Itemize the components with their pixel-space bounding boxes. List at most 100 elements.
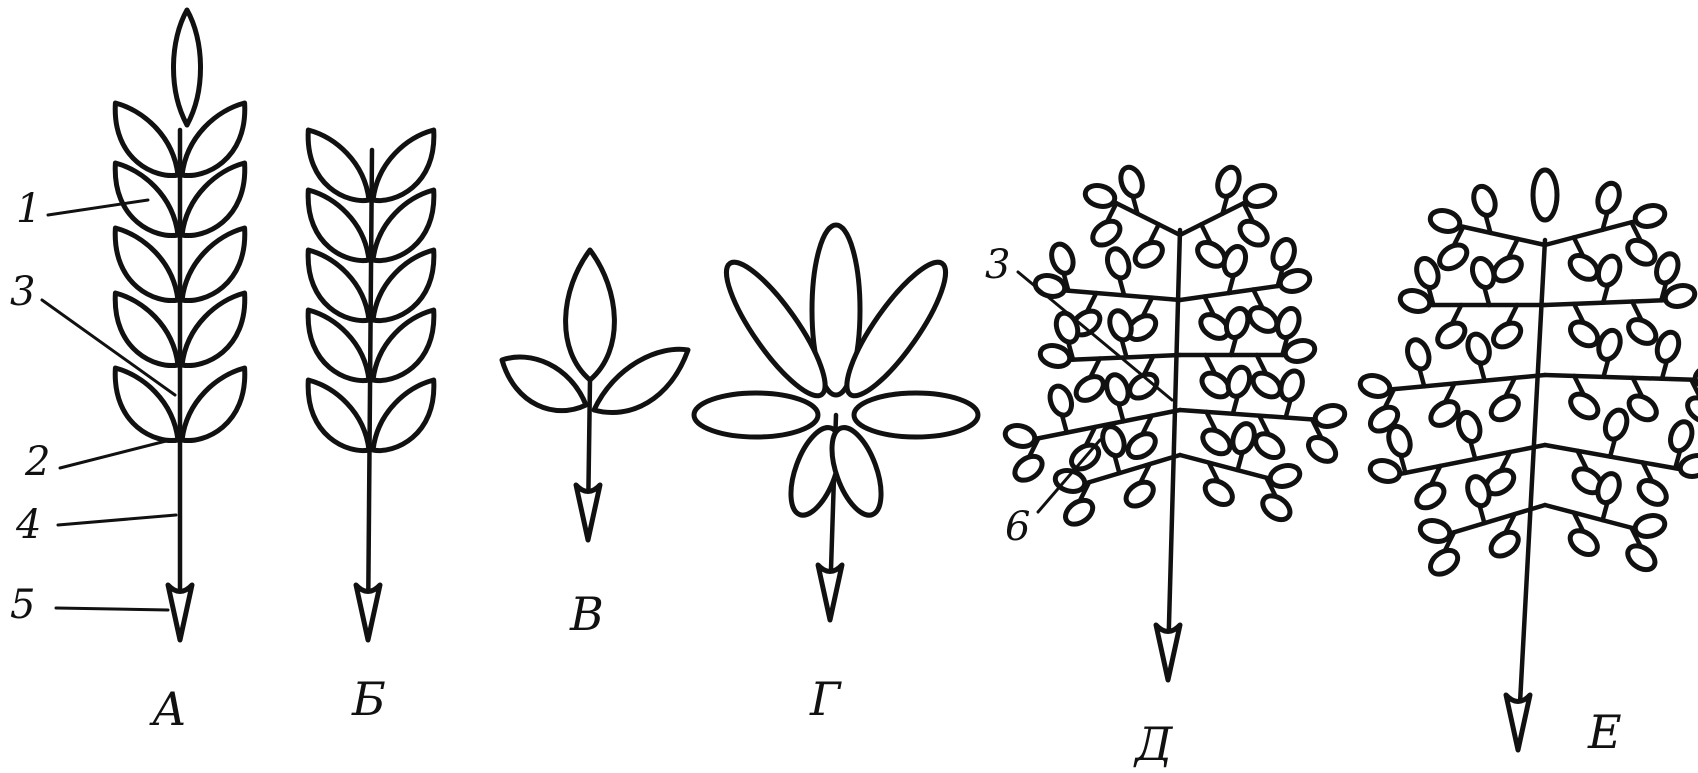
panel-v-label: В [569,587,604,641]
panicle-flower [1038,342,1072,369]
panicle-flower [1229,421,1258,456]
panicle-flower [1667,419,1696,454]
panicle-flower [1435,240,1471,274]
panicle-branch [1395,445,1545,475]
panicle-flower [1131,238,1167,272]
panicle-branch [1545,375,1698,380]
panicle-flower [1398,287,1432,314]
panicle-flower [1269,237,1298,272]
panicle-flower [1003,422,1037,449]
panel-e-panicle: Е [1358,170,1698,759]
panel-b-label: Б [351,672,386,726]
spikelet [308,130,369,201]
panicle-branch [1180,455,1275,480]
panicle-flower [1304,433,1340,467]
panicle-flower [1117,164,1146,199]
panicle-flower [1470,183,1499,218]
panel-a-label: А [149,682,187,736]
panicle-flower [1201,476,1237,510]
panicle-branch [1545,300,1670,305]
panicle-branch [1455,225,1545,245]
panicle-flower [1418,517,1452,544]
panicle-flower [1104,246,1133,281]
spikelet [182,368,245,441]
panel-a-spike: А [115,10,245,736]
panicle-flower [1224,364,1253,399]
panicle-flower [1106,308,1135,343]
panicle-branch [1545,505,1640,530]
panicle-flower [1103,372,1132,407]
panel-e-label: Е [1587,705,1622,759]
panel-d-panicle: Д [1003,164,1347,771]
panel-g-umbel: Г [694,225,978,726]
part-label-3: 3 [10,269,35,315]
panicle-flower [1469,255,1498,290]
panicle-flower [1595,253,1624,288]
spikelet [373,380,434,451]
panicle-flower [1663,282,1697,309]
panel-v-arrow [576,485,600,540]
panicle-flower [1124,429,1160,463]
panel-e-arrow [1506,695,1530,750]
panicle-flower [1625,391,1661,425]
panicle-branch [1385,375,1545,390]
leader-line-4 [58,515,176,525]
panicle-flower [1358,372,1392,399]
panel-v-head: В [502,250,688,641]
panicle-flower [1623,235,1659,269]
panel-v-flower-top [566,250,615,380]
panicle-flower [1033,272,1067,299]
panicle-flower [1433,318,1469,352]
panicle-flower [1214,164,1243,199]
panicle-flower [1464,331,1493,366]
spikelet [115,293,178,366]
panel-b-arrow [356,585,380,640]
panicle-flower [1566,251,1602,285]
panicle-flower [1220,244,1249,279]
part-label-d-3: 3 [985,242,1010,288]
panicle-flower [1099,424,1128,459]
panicle-flower [1602,407,1631,442]
panel-e-axis [1518,240,1545,740]
panicle-flower [1633,512,1667,539]
panicle-flower [1428,207,1462,234]
panicle-flower [1243,182,1277,209]
panicle-flower [1313,402,1347,429]
panicle-flower [1046,383,1075,418]
part-label-2: 2 [24,439,50,485]
part-label-4: 4 [15,502,41,548]
leader-line-2 [60,440,170,468]
panicle-flower [1268,462,1302,489]
panicle-flower [1010,452,1046,486]
panicle-flower [1404,337,1433,372]
spikelet [115,368,178,441]
panicle-flower [1594,180,1623,215]
panel-d-axis [1168,230,1180,660]
panicle-flower [1624,315,1660,349]
panel-g-arrow [818,565,842,620]
panel-e-flower [1533,170,1557,220]
panicle-flower [1455,409,1484,444]
panicle-flower [1678,452,1698,479]
panel-d-arrow [1156,625,1180,680]
spikelet [373,130,434,201]
panicle-flower [1595,327,1624,362]
panicle-flower [1122,477,1158,511]
panicle-flower [1083,182,1117,209]
panicle-flower [1487,527,1523,561]
panicle-flower [1623,541,1659,575]
panicle-flower [1277,368,1306,403]
panicle-flower [1048,241,1077,276]
panicle-branch [1545,445,1685,470]
spikelet [182,228,245,301]
part-label-5: 5 [10,582,35,628]
panicle-flower [1633,202,1667,229]
panel-b-axis [368,150,372,630]
panicle-flower [1072,372,1108,406]
panel-g-flower [854,393,978,437]
panicle-flower [1198,425,1234,459]
panicle-flower [1274,305,1303,340]
panicle-branch [1180,410,1320,420]
